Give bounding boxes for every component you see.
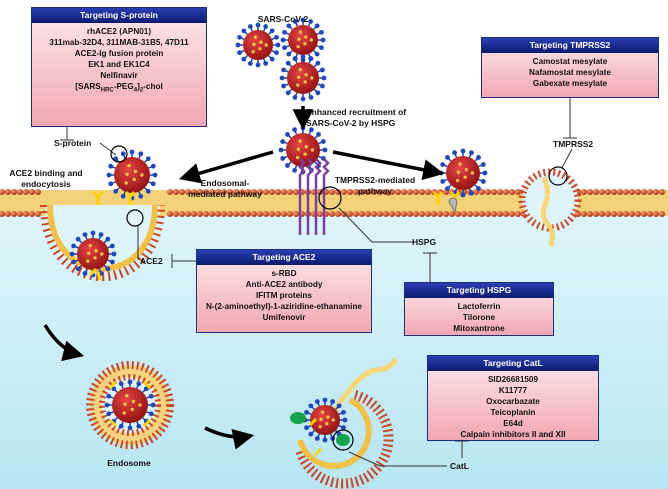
label-sars-cov-2: SARS-CoV-2 — [257, 14, 309, 24]
drug-item: Camostat mesylate — [532, 57, 608, 66]
box-targeting-hspg: Targeting HSPG Lactoferrin Tilorone Mito… — [404, 282, 554, 336]
box-title: Targeting CatL — [428, 356, 598, 371]
endocytic-pit — [40, 204, 165, 282]
virus-particle — [69, 230, 117, 278]
box-items: rhACE2 (APN01) 311mab-32D4, 311MAB-31B5,… — [32, 23, 206, 97]
box-targeting-catl: Targeting CatL SID26681509 K11777 Oxocar… — [427, 355, 599, 441]
drug-item: Lactoferrin — [457, 302, 501, 311]
label-hspg: HSPG — [412, 237, 437, 247]
callout-circle-spike — [110, 145, 128, 163]
viral-rna — [327, 357, 398, 423]
box-title: Targeting S-protein — [32, 8, 206, 23]
drug-item: N-(2-aminoethyl)-1-aziridine-ethanamine — [205, 302, 363, 312]
label-tmprss2: TMPRSS2 — [553, 139, 594, 149]
drug-item: Teicoplanin — [490, 408, 536, 418]
drug-item: Anti-ACE2 antibody — [245, 280, 323, 290]
virus-particle — [278, 125, 328, 175]
endosome-late — [295, 390, 394, 489]
virus-particle — [279, 54, 327, 102]
drug-item: Tilorone — [462, 313, 496, 323]
label-ace2-binding: ACE2 binding and endocytosis — [9, 168, 83, 189]
virus-particle — [438, 148, 488, 198]
chol-part: -chol — [143, 82, 163, 92]
box-targeting-tmprss2: Targeting TMPRSS2 Camostat mesylate Nafa… — [481, 37, 659, 98]
label-enhanced-recruitment: Enhanced recruitment of SARS-CoV-2 by HS… — [306, 107, 407, 128]
drug-item: IFITM proteins — [256, 291, 312, 301]
chol-sub: HRC — [100, 88, 114, 95]
box-items: SID26681509 K11777 Oxocarbazate Teicopla… — [428, 371, 598, 441]
chol-sub: 4 — [133, 88, 138, 95]
box-targeting-ace2: Targeting ACE2 s-RBD Anti-ACE2 antibody … — [196, 249, 372, 333]
drug-item: rhACE2 (APN01) — [86, 27, 152, 36]
drug-item: SID26681509 — [487, 375, 539, 384]
label-s-protein: S-protein — [54, 138, 92, 148]
box-title: Targeting ACE2 — [197, 250, 371, 265]
ace2-receptor — [88, 191, 461, 457]
arrow-endocytosis — [43, 324, 85, 362]
drug-item: K11777 — [498, 386, 528, 396]
callout-circle-catl — [332, 429, 354, 451]
drug-item: s-RBD — [271, 269, 297, 278]
drug-item: EK1 and EK1C4 — [88, 60, 150, 70]
drug-item: Umifenovir — [262, 313, 306, 323]
label-endosome: Endosome — [107, 458, 151, 468]
drug-item: Nelfinavir — [100, 71, 138, 81]
virus-particle — [104, 379, 156, 431]
arrow-maturation — [204, 426, 255, 450]
box-items: Lactoferrin Tilorone Mitoxantrone — [405, 298, 553, 334]
label-catl: CatL — [450, 461, 469, 471]
box-items: Camostat mesylate Nafamostat mesylate Ga… — [482, 53, 658, 89]
hspg-receptor — [298, 158, 330, 235]
callout-circle-tmprss2 — [548, 166, 568, 186]
box-targeting-s-protein: Targeting S-protein rhACE2 (APN01) 311ma… — [31, 7, 207, 127]
drug-item: Gabexate mesylate — [532, 79, 608, 89]
virus-particle — [106, 149, 158, 201]
drug-item: Nafamostat mesylate — [529, 68, 611, 78]
drug-item: ACE2-Ig fusion protein — [74, 49, 164, 59]
label-ace2: ACE2 — [140, 256, 163, 266]
callout-circle-hspg — [318, 186, 342, 210]
virus-particle — [280, 17, 326, 63]
chol-part: [SARS — [75, 82, 101, 92]
label-endosomal-pathway: Endosomal-mediated pathway — [188, 178, 262, 199]
chol-part: ] — [137, 82, 140, 92]
box-title: Targeting HSPG — [405, 283, 553, 298]
box-title: Targeting TMPRSS2 — [482, 38, 658, 53]
catl-protease — [290, 412, 350, 446]
drug-item-peg-chol: [SARSHRC-PEG4]2-chol — [32, 81, 206, 97]
chol-part: -PEG — [113, 82, 134, 92]
drug-item: E64d — [503, 419, 523, 429]
box-items: s-RBD Anti-ACE2 antibody IFITM proteins … — [197, 265, 371, 323]
arrow-endosomal — [178, 150, 274, 184]
drug-item: Oxocarbazate — [486, 397, 540, 407]
arrow-tmprss2 — [332, 150, 445, 181]
callout-circle-ace2 — [126, 209, 144, 227]
virus-particle — [235, 22, 281, 68]
drug-item: Mitoxantrone — [453, 324, 505, 334]
chol-sub: 2 — [139, 88, 144, 95]
drug-item: Calpain inhibitors II and XII — [460, 430, 566, 440]
label-tmprss2-pathway: TMPRSS2-mediated pathway — [334, 175, 416, 196]
drug-item: 311mab-32D4, 311MAB-31B5, 47D11 — [49, 38, 189, 48]
tmprss2-protease — [448, 197, 458, 214]
